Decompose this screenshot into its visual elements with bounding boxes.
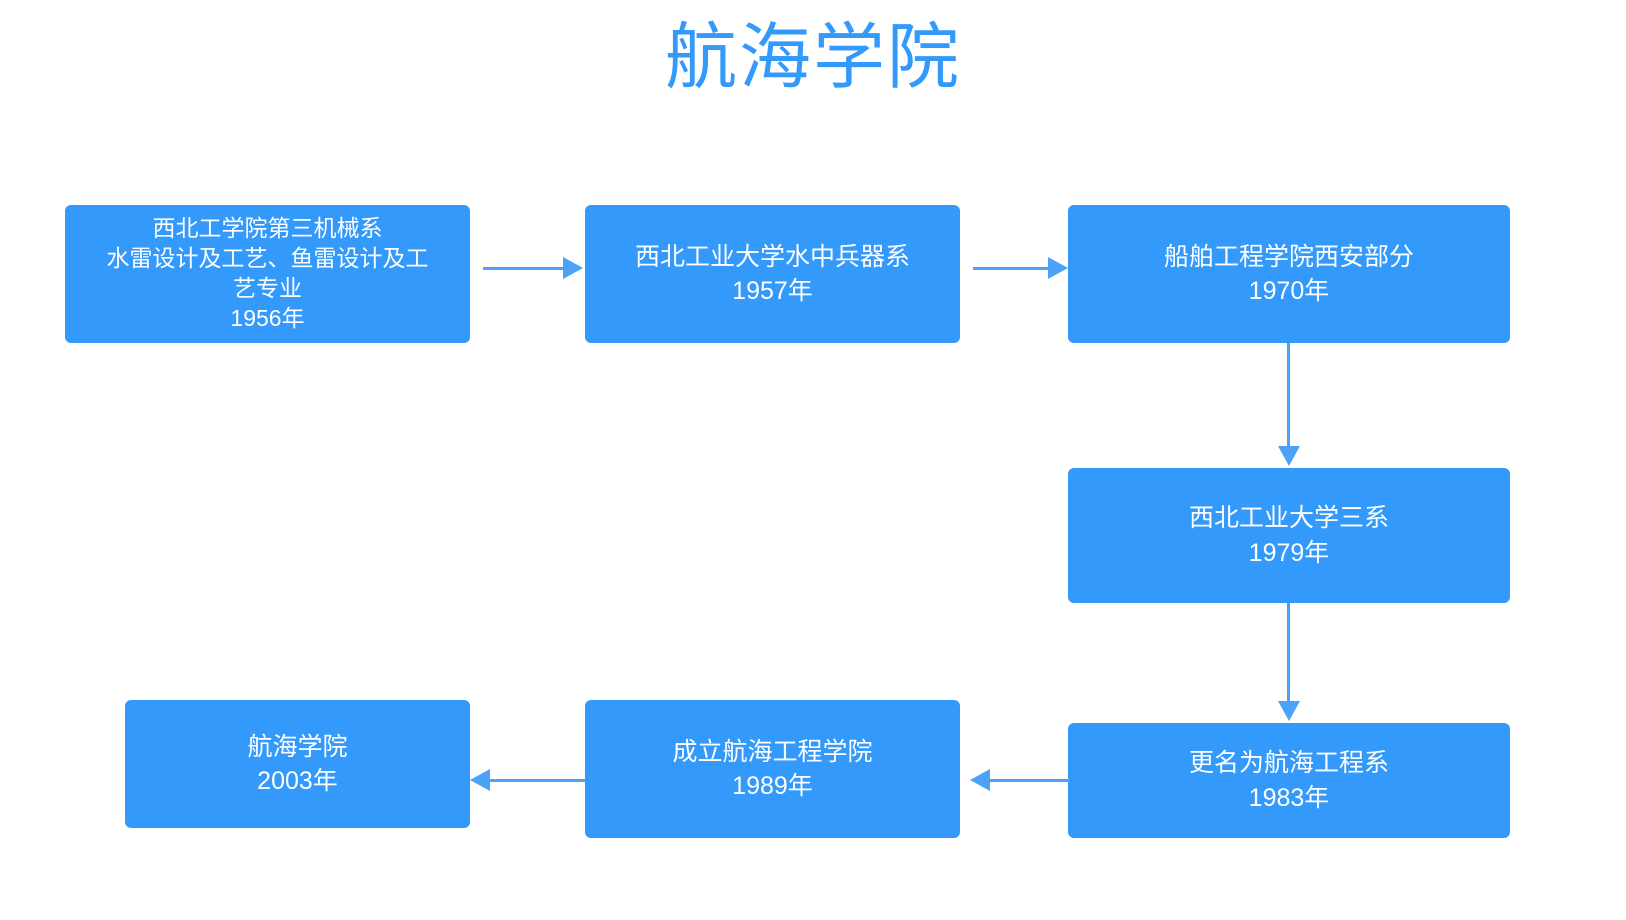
node-1979[interactable]: 西北工业大学三系 1979年 xyxy=(1068,468,1510,603)
page-title: 航海学院 xyxy=(664,18,961,98)
edge-1979-to-1983-arrowhead xyxy=(1278,701,1300,721)
edge-1970-to-1979-arrowhead xyxy=(1278,446,1300,466)
edge-1983-to-1989-line xyxy=(990,779,1070,782)
edge-1970-to-1979-line xyxy=(1287,343,1290,448)
edge-1979-to-1983-line xyxy=(1287,603,1290,703)
edge-1957-to-1970-arrowhead xyxy=(1048,257,1068,279)
node-1957[interactable]: 西北工业大学水中兵器系 1957年 xyxy=(585,205,960,343)
node-1989[interactable]: 成立航海工程学院 1989年 xyxy=(585,700,960,838)
edge-1989-to-2003-arrowhead xyxy=(470,769,490,791)
edge-1956-to-1957-line xyxy=(483,267,563,270)
node-1956[interactable]: 西北工学院第三机械系 水雷设计及工艺、鱼雷设计及工 艺专业 1956年 xyxy=(65,205,470,343)
edge-1957-to-1970-line xyxy=(973,267,1048,270)
edge-1983-to-1989-arrowhead xyxy=(970,769,990,791)
node-1970[interactable]: 船舶工程学院西安部分 1970年 xyxy=(1068,205,1510,343)
node-2003[interactable]: 航海学院 2003年 xyxy=(125,700,470,828)
node-1983[interactable]: 更名为航海工程系 1983年 xyxy=(1068,723,1510,838)
edge-1989-to-2003-line xyxy=(490,779,585,782)
edge-1956-to-1957-arrowhead xyxy=(563,257,583,279)
